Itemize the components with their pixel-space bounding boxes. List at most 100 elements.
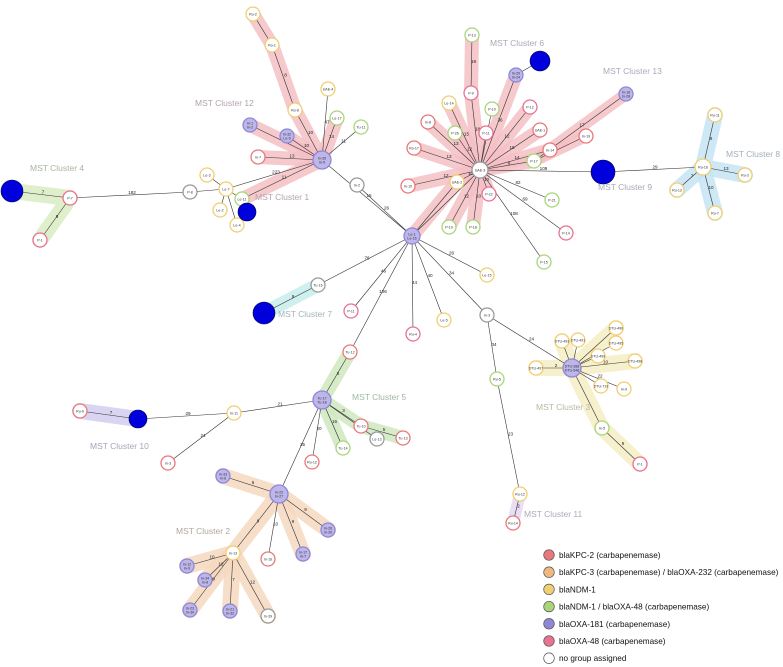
node-dtu-719[interactable]: DTU-719	[593, 378, 609, 394]
node-dtu-499[interactable]: DTU-499	[590, 348, 606, 364]
node-ru-12[interactable]: Ru-12	[512, 486, 528, 502]
node-p-26[interactable]: P-26	[447, 125, 463, 141]
node-dtu-497[interactable]: DTU-497	[528, 360, 544, 376]
node-in-7[interactable]: In-7	[250, 149, 266, 165]
node-label: In-3	[165, 461, 171, 465]
node-p-1[interactable]: P-1	[32, 232, 48, 248]
node-ru-3[interactable]: Ru-3	[737, 167, 753, 183]
node-dtu-490[interactable]: DTU-490	[608, 320, 624, 336]
node-b10[interactable]	[128, 409, 148, 429]
node-in-10[interactable]: In-10	[400, 178, 416, 194]
node-p-15[interactable]: P-15	[536, 254, 552, 270]
node-ru-11[interactable]: Ru-11	[707, 107, 723, 123]
node-in-14[interactable]: In-14	[542, 142, 558, 158]
node-p-1b[interactable]: P-1	[632, 456, 648, 472]
node-ro-2[interactable]: Ro-2	[245, 6, 261, 22]
node-p-11[interactable]: P-11	[478, 125, 494, 141]
node-tu-10[interactable]: Tu-10	[353, 418, 369, 434]
node-p-18[interactable]: P-18	[465, 219, 481, 235]
edge-weight-label: 11	[282, 175, 287, 180]
node-p-10[interactable]: P-10	[484, 101, 500, 117]
node-in-19[interactable]: In-19	[578, 128, 594, 144]
node-p-14[interactable]: P-14	[558, 225, 574, 241]
node-p-13[interactable]: P-13	[464, 27, 480, 43]
node-dtu-491[interactable]: DTU-491	[570, 332, 586, 348]
node-ru-16[interactable]: Ru-16	[694, 158, 712, 176]
node-le-2[interactable]: Le-2	[212, 202, 228, 218]
node-ru-14[interactable]: Ru-14	[505, 515, 521, 531]
node-ru-13[interactable]: Ru-13	[669, 182, 685, 198]
node-tu-11[interactable]: Tu-11	[353, 119, 369, 135]
node-uae-1[interactable]: UAE-1	[532, 122, 548, 138]
node-in-5[interactable]: In-5	[594, 420, 610, 436]
node-dtu-498[interactable]: DTU-498	[627, 353, 643, 369]
node-dtu-493[interactable]: DTU-493	[554, 333, 570, 349]
node-ro-12[interactable]: Ro-12	[304, 454, 320, 470]
node-ro-8[interactable]: Ro-8	[287, 102, 303, 118]
node-ru-6[interactable]: Ru-6	[72, 403, 88, 419]
node-ru-5[interactable]: Ru-5	[489, 371, 505, 387]
node-le-3[interactable]: Le-3	[199, 167, 215, 183]
node-in-16[interactable]: In-16	[260, 551, 276, 567]
node-b1[interactable]	[237, 202, 257, 222]
node-ro-17[interactable]: Ro-17	[406, 140, 422, 156]
node-tu-12[interactable]: Tu-12	[342, 344, 358, 360]
node-le-4[interactable]: Le-4	[229, 217, 245, 233]
node-in-9[interactable]: In-9	[616, 381, 632, 397]
node-le-5[interactable]: Le-5	[436, 312, 452, 328]
node-le-15[interactable]: Le-15	[479, 267, 495, 283]
node-in-13[interactable]: In-13	[225, 545, 241, 561]
node-b4[interactable]	[0, 179, 24, 203]
node-p-21[interactable]: P-21	[544, 192, 560, 208]
node-p-8[interactable]: P-8	[182, 184, 198, 200]
node-in-3[interactable]: In-3	[479, 307, 495, 323]
node-in-11[interactable]: In-11	[226, 405, 242, 421]
node-b6[interactable]	[529, 50, 551, 72]
node-ru-4[interactable]: Ru-4	[405, 326, 421, 342]
node-p-19[interactable]: P-19	[441, 219, 457, 235]
node-in-39[interactable]: In-39	[260, 608, 276, 624]
node-b9[interactable]	[590, 159, 616, 185]
node-le-17[interactable]: Le-17	[329, 110, 345, 126]
node-p-11b[interactable]: P-11	[343, 303, 359, 319]
node-in-2[interactable]: In-2	[349, 177, 365, 193]
node-in-8[interactable]: In-8	[420, 114, 436, 130]
node-le-13[interactable]: Le-13	[369, 431, 385, 447]
node-b7[interactable]	[252, 301, 276, 325]
node-ro-1[interactable]: Ro-1	[264, 37, 280, 53]
node-uae-3[interactable]: UAE-3	[471, 161, 489, 179]
node-p-7[interactable]: P-7	[62, 190, 78, 206]
node-p-12[interactable]: P-12	[522, 99, 538, 115]
node-in-3b[interactable]: In-3	[160, 455, 176, 471]
node-uae-2[interactable]: UAE-2	[449, 174, 465, 190]
node-p-9[interactable]: P-9	[463, 85, 479, 101]
node-le-14[interactable]: Le-14	[441, 95, 457, 111]
node-uae-4[interactable]: UAE-4	[320, 81, 336, 97]
node-ru-7[interactable]: Ru-7	[707, 205, 723, 221]
legend-swatch	[543, 600, 555, 613]
node-tu-14[interactable]: Tu-14	[335, 440, 351, 456]
node-tu-16[interactable]: Tu-16	[310, 277, 326, 293]
node-circle	[562, 358, 582, 378]
node-p-17[interactable]: P-17	[526, 153, 542, 169]
node-tu-13[interactable]: Tu-13	[395, 430, 411, 446]
node-dtu-495[interactable]: DTU-495	[608, 335, 624, 351]
node-p-22[interactable]: P-22	[481, 186, 497, 202]
node-le-7[interactable]: Le-7	[218, 181, 234, 197]
